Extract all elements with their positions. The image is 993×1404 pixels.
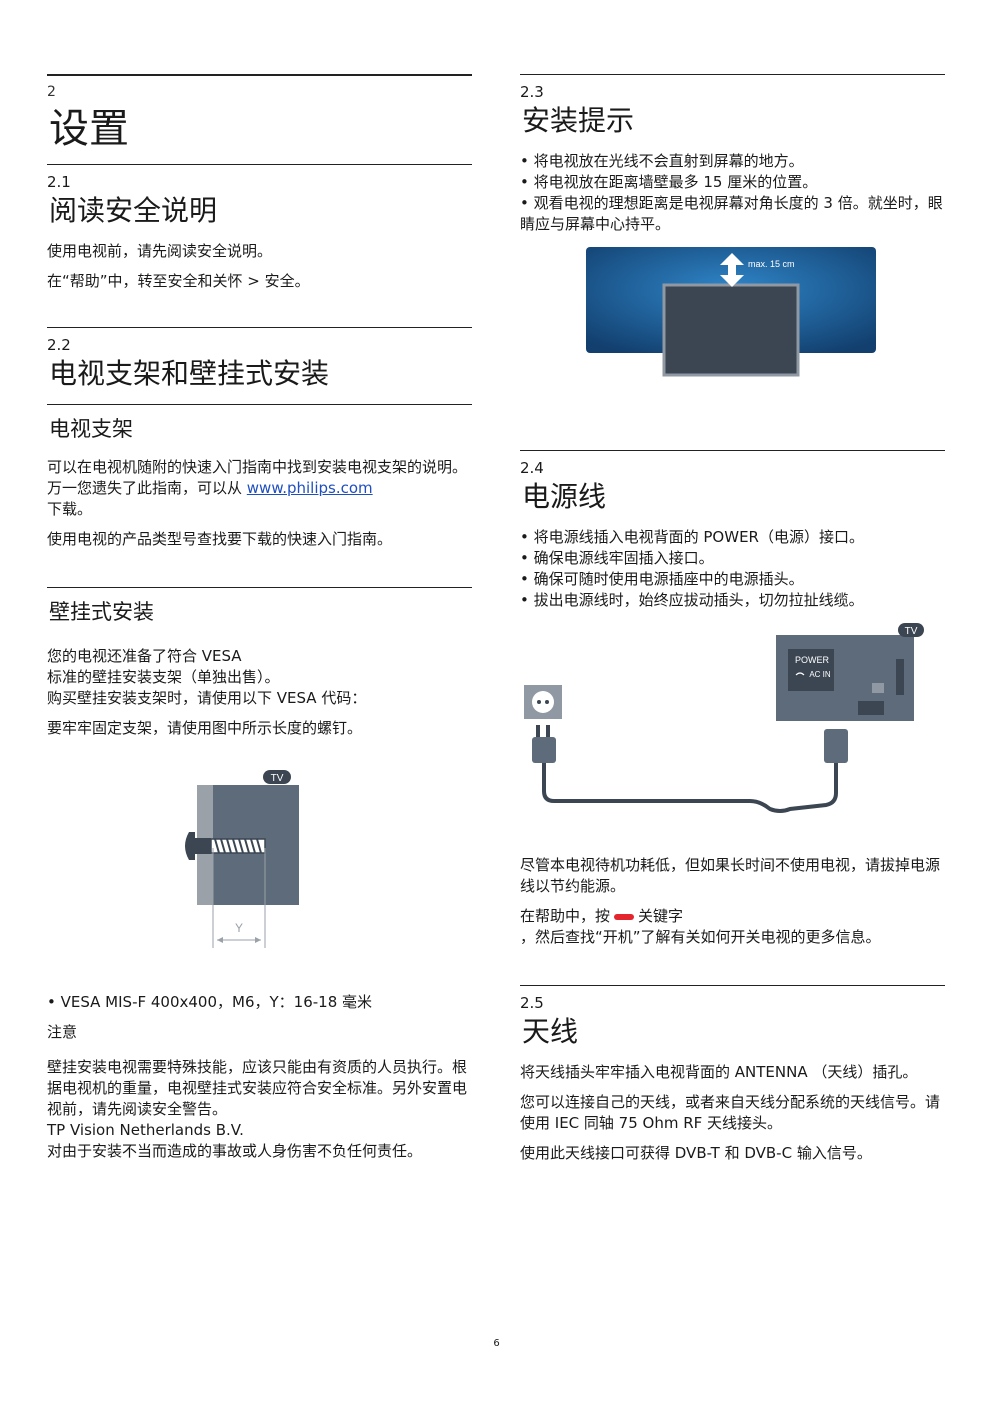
vesa-bullet: • VESA MIS-F 400x400，M6，Y：16-18 毫米	[47, 993, 373, 1011]
section-2-1-rule	[47, 164, 472, 165]
s23-bullet-1: • 将电视放在光线不会直射到屏幕的地方。	[520, 152, 804, 170]
stand-paragraph-1: 可以在电视机随附的快速入门指南中找到安装电视支架的说明。万一您遗失了此指南，可以…	[47, 457, 472, 520]
page-number: 6	[493, 1338, 500, 1349]
screw-thread-icon	[210, 838, 266, 854]
s24-help-text-a: 在帮助中，按	[520, 907, 611, 925]
stand-text-b: 下载。	[47, 500, 93, 518]
s24-paragraph-1: 尽管本电视待机功耗低，但如果长时间不使用电视，请拔掉电源线以节约能源。	[520, 856, 941, 895]
wall-mount-screw-figure: TV Y	[185, 770, 299, 948]
s24-bullet-1: • 将电源线插入电视背面的 POWER（电源）接口。	[520, 528, 864, 546]
tv-port-detail-3	[872, 683, 884, 693]
tv-badge-label: TV	[271, 773, 284, 784]
chapter-rule	[47, 74, 472, 76]
left-column: 2 设置 2.1 阅读安全说明 使用电视前，请先阅读安全说明。 在“帮助”中，转…	[47, 74, 472, 1162]
wall-line-2: 标准的壁挂安装支架（单独出售）。	[47, 668, 280, 686]
section-2-4-title: 电源线	[522, 480, 607, 513]
s24-bullet-3: • 确保可随时使用电源插座中的电源插头。	[520, 570, 804, 588]
stand-rule	[47, 404, 472, 405]
placement-figure: max. 15 cm	[586, 247, 876, 377]
section-2-2-rule	[47, 327, 472, 328]
wall-paragraph-2: 要牢牢固定支架，请使用图中所示长度的螺钉。	[47, 719, 363, 737]
mains-plug-icon	[532, 737, 556, 763]
wall-line-1: 您的电视还准备了符合 VESA	[47, 647, 242, 665]
section-2-3-rule	[520, 74, 945, 75]
socket-face	[532, 691, 554, 713]
wall-rule	[47, 587, 472, 588]
chapter-number: 2	[47, 84, 56, 100]
s23-bullet-2: • 将电视放在距离墙壁最多 15 厘米的位置。	[520, 173, 818, 191]
s24-help-text-c: ，然后查找“开机”了解有关如何开关电视的更多信息。	[520, 928, 881, 946]
s24-bullet-2: • 确保电源线牢固插入接口。	[520, 549, 714, 567]
note-paragraph-3: 对由于安装不当而造成的事故或人身伤害不负任何责任。	[47, 1142, 423, 1160]
section-2-2-number: 2.2	[47, 336, 71, 354]
max-distance-label: max. 15 cm	[748, 259, 795, 269]
section-2-5-number: 2.5	[520, 994, 544, 1012]
tv-badge	[263, 770, 291, 784]
s24-help-text-b: 关键字	[638, 907, 684, 925]
stand-paragraph-2: 使用电视的产品类型号查找要下载的快速入门指南。	[47, 530, 393, 548]
s25-paragraph-2: 您可以连接自己的天线，或者来自天线分配系统的天线信号。请使用 IEC 同轴 75…	[520, 1093, 941, 1132]
section-2-4-number: 2.4	[520, 459, 544, 477]
ac-wave-icon	[795, 672, 805, 676]
wall-paragraph-1: 您的电视还准备了符合 VESA 标准的壁挂安装支架（单独出售）。 购买壁挂安装支…	[47, 646, 472, 709]
tv-badge-power-label: TV	[905, 626, 918, 637]
s25-paragraph-1: 将天线插头牢牢插入电视背面的 ANTENNA （天线）插孔。	[520, 1063, 918, 1081]
note-paragraph-1: 壁挂安装电视需要特殊技能，应该只能由有资质的人员执行。根据电视机的重量，电视壁挂…	[47, 1058, 468, 1118]
stand-subtitle: 电视支架	[49, 417, 133, 441]
wall-line-3: 购买壁挂安装支架时，请使用以下 VESA 代码：	[47, 689, 367, 707]
stand-text-a: 可以在电视机随附的快速入门指南中找到安装电视支架的说明。万一您遗失了此指南，可以…	[47, 458, 468, 497]
tv-port-detail	[858, 701, 884, 715]
section-2-5-rule	[520, 985, 945, 986]
screw-washer	[195, 838, 211, 854]
plug-pin-left	[536, 725, 540, 737]
wall-subtitle: 壁挂式安装	[49, 600, 154, 624]
s24-bullet-list: • 将电源线插入电视背面的 POWER（电源）接口。 • 确保电源线牢固插入接口…	[520, 527, 945, 611]
plug-pin-right	[546, 725, 550, 737]
s24-bullet-4: • 拔出电源线时，始终应拔动插头，切勿拉扯线缆。	[520, 591, 864, 609]
power-cord-figure: TV POWER AC IN	[524, 623, 924, 813]
socket-hole-right	[545, 700, 549, 704]
section-2-1-number: 2.1	[47, 173, 71, 191]
note-label: 注意	[47, 1023, 78, 1041]
s23-bullet-list: • 将电视放在光线不会直射到屏幕的地方。 • 将电视放在距离墙壁最多 15 厘米…	[520, 151, 945, 235]
tv-port-detail-2	[896, 659, 904, 695]
section-2-1-title: 阅读安全说明	[49, 194, 218, 227]
screw-head-icon	[185, 832, 195, 860]
note-paragraph-2: TP Vision Netherlands B.V.	[47, 1121, 244, 1139]
tv-screen	[662, 283, 800, 377]
right-column: 2.3 安装提示 • 将电视放在光线不会直射到屏幕的地方。 • 将电视放在距离墙…	[520, 74, 945, 1173]
power-port-panel	[788, 649, 834, 691]
distance-arrow-icon	[720, 253, 744, 287]
s21-paragraph-2: 在“帮助”中，转至安全和关怀 > 安全。	[47, 272, 310, 290]
socket-hole-left	[537, 700, 541, 704]
s24-paragraph-2: 在帮助中，按 关键字 ，然后查找“开机”了解有关如何开关电视的更多信息。	[520, 906, 945, 948]
tv-plug-icon	[824, 729, 848, 763]
section-2-2-title: 电视支架和壁挂式安装	[49, 357, 330, 390]
s25-paragraph-3: 使用此天线接口可获得 DVB-T 和 DVB-C 输入信号。	[520, 1144, 872, 1162]
s21-paragraph-1: 使用电视前，请先阅读安全说明。	[47, 242, 273, 260]
chapter-title: 设置	[49, 106, 129, 152]
s23-bullet-3: • 观看电视的理想距离是电视屏幕对角长度的 3 倍。就坐时，眼睛应与屏幕中心持平…	[520, 194, 943, 233]
section-2-3-number: 2.3	[520, 83, 544, 101]
power-port-label: POWER	[795, 655, 830, 665]
power-cable	[542, 763, 838, 813]
red-key-icon	[614, 913, 635, 920]
tv-badge-power	[898, 623, 924, 637]
dim-y-label: Y	[235, 921, 243, 935]
ac-in-label: AC IN	[809, 670, 831, 679]
section-2-3-title: 安装提示	[522, 104, 635, 137]
philips-link[interactable]: www.philips.com	[246, 479, 373, 497]
section-2-4-rule	[520, 450, 945, 451]
section-2-5-title: 天线	[522, 1015, 579, 1048]
